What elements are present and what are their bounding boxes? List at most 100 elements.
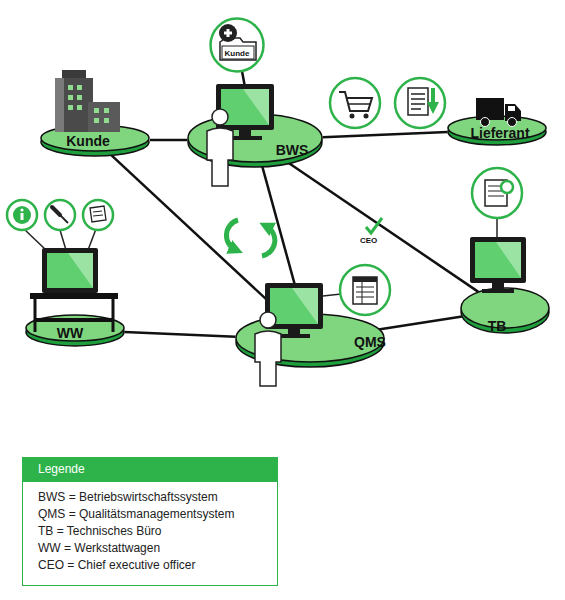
system-platform: Kunde xyxy=(40,123,150,157)
info-icon xyxy=(21,213,24,220)
system-platform: TB xyxy=(460,286,550,334)
computer-monitor xyxy=(216,84,274,130)
building-icon xyxy=(94,108,99,113)
node-label: Kunde xyxy=(66,133,110,149)
document-icon xyxy=(395,78,445,128)
legend-title: Legende xyxy=(38,462,85,476)
computer-monitor xyxy=(496,242,521,278)
role-label: CEO xyxy=(360,236,377,245)
building-icon xyxy=(104,108,109,113)
cart-icon xyxy=(330,78,380,128)
building-icon xyxy=(94,118,99,123)
cart-icon xyxy=(349,103,370,105)
truck-icon xyxy=(505,104,521,121)
document-icon xyxy=(408,88,428,115)
computer-monitor xyxy=(243,89,269,125)
checklist-icon xyxy=(353,277,377,282)
info-icon xyxy=(20,208,23,211)
computer-monitor xyxy=(292,288,318,324)
person-icon xyxy=(260,312,276,328)
document-icon xyxy=(395,78,445,128)
scroll-icon xyxy=(90,206,106,222)
node-label: Lieferant xyxy=(470,125,529,141)
building-icon xyxy=(55,78,93,132)
ellipse-top xyxy=(236,314,384,362)
computer-monitor xyxy=(492,283,504,289)
update-document-icon xyxy=(488,191,504,192)
system-platform: QMS xyxy=(235,312,385,368)
truck-icon xyxy=(476,98,504,120)
computer-monitor xyxy=(482,289,514,293)
cart-icon xyxy=(330,78,380,128)
screwdriver-icon xyxy=(45,200,75,230)
folder-icon xyxy=(219,24,237,42)
workshop-cart xyxy=(34,299,37,332)
building-icon xyxy=(77,95,82,100)
workshop-cart xyxy=(30,293,118,299)
connection-line xyxy=(242,71,250,114)
folder-icon xyxy=(220,38,256,60)
checklist-icon xyxy=(340,265,390,315)
person-icon xyxy=(212,109,228,125)
document-icon xyxy=(411,98,425,100)
circle-outline xyxy=(211,19,264,72)
connection-line xyxy=(150,139,187,142)
building-icon xyxy=(104,118,109,123)
connection-line xyxy=(379,317,463,330)
ellipse-top xyxy=(188,114,322,162)
system-platform: WW xyxy=(25,313,125,347)
info-icon xyxy=(13,206,31,224)
computer-monitor xyxy=(239,130,251,136)
update-document-icon xyxy=(485,180,507,206)
connection-line xyxy=(288,163,478,292)
ellipse-top xyxy=(461,288,549,328)
person-icon xyxy=(255,312,281,386)
connection-line xyxy=(110,154,283,315)
workshop-cart xyxy=(30,293,118,332)
checklist-icon xyxy=(356,287,374,288)
leader-line xyxy=(60,230,66,250)
node-label: TB xyxy=(488,318,507,334)
cart-icon xyxy=(350,114,355,119)
icon-circle: Kunde xyxy=(209,17,265,73)
connection-line xyxy=(125,332,236,337)
screwdriver-icon xyxy=(60,215,68,223)
building-icon xyxy=(68,85,73,90)
checkmark xyxy=(366,218,382,233)
leader-line xyxy=(24,229,96,250)
building-icon xyxy=(68,95,73,100)
truck-icon xyxy=(481,118,490,127)
update-document-icon xyxy=(501,181,513,193)
system-platform: Lieferant xyxy=(447,114,547,146)
building-icon xyxy=(55,78,64,132)
sync-arrows xyxy=(226,220,238,250)
computer-monitor xyxy=(42,248,98,293)
computer-monitor xyxy=(47,253,93,288)
folder-icon xyxy=(219,24,256,60)
legend-entry: WW = Werkstattwagen xyxy=(38,541,160,555)
building-icon xyxy=(77,105,82,110)
legend-entry: CEO = Chief executive officer xyxy=(38,558,196,572)
checklist-icon xyxy=(340,265,390,315)
legend-entry: QMS = Qualitätsmanagementsystem xyxy=(38,507,234,521)
leader-line xyxy=(88,229,96,250)
folder-icon xyxy=(222,46,254,59)
leader-line xyxy=(323,294,341,296)
computer-monitor xyxy=(470,237,526,293)
truck-icon xyxy=(508,106,515,111)
building-icon xyxy=(55,70,120,132)
ellipse-top xyxy=(41,125,149,151)
node-label: Kunde xyxy=(225,49,250,58)
scroll-icon xyxy=(83,200,113,230)
workshop-cart xyxy=(34,318,114,322)
screwdriver-icon xyxy=(52,207,60,215)
checklist-icon xyxy=(362,282,363,304)
truck-icon xyxy=(476,98,521,127)
document-icon xyxy=(411,108,421,110)
checklist-icon xyxy=(356,297,374,298)
building-icon xyxy=(62,70,86,80)
legend-entry: BWS = Betriebswirtschaftssystem xyxy=(38,490,218,504)
legend-text: TB = Technisches Büro xyxy=(38,524,162,538)
document-icon xyxy=(431,88,435,108)
leader-line xyxy=(496,218,498,237)
